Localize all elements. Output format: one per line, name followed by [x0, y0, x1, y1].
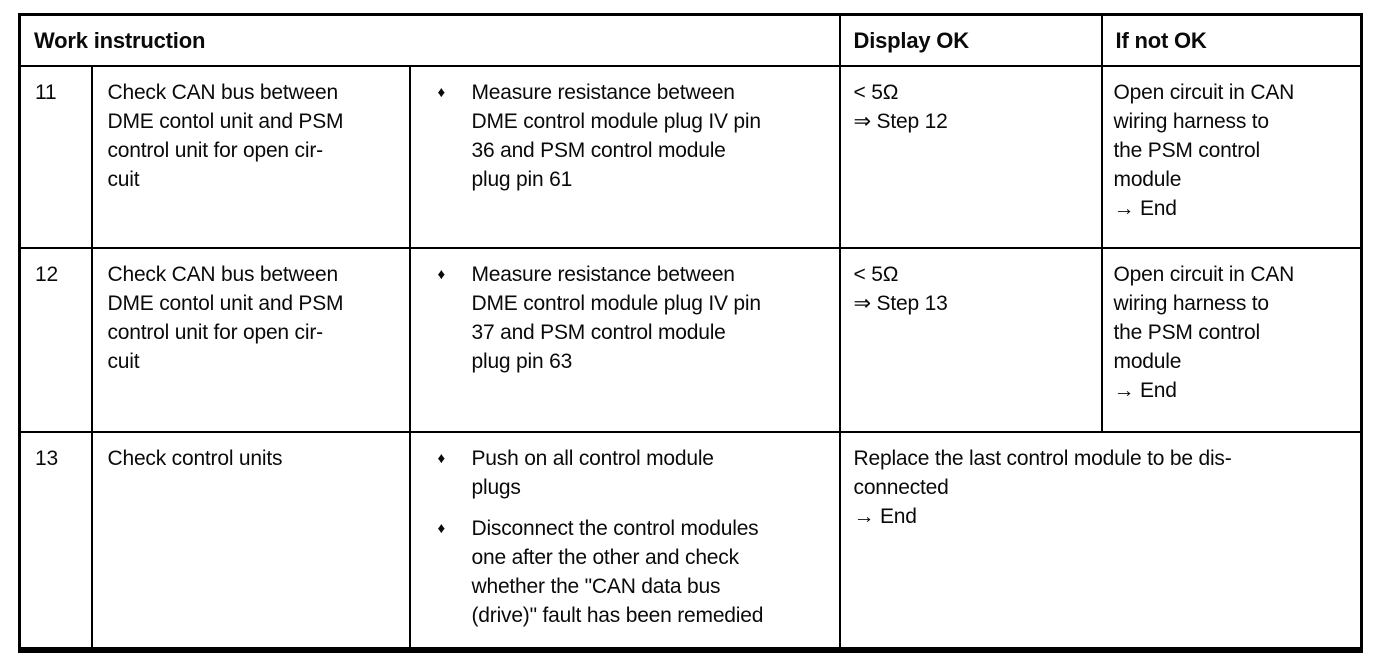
if-not-ok-cell: Open circuit in CAN wiring harness to th… [1100, 64, 1363, 249]
if-not-ok-cell: Open circuit in CAN wiring harness to th… [1100, 246, 1363, 433]
diamond-bullet-icon: ♦ [437, 265, 446, 283]
step-number: 13 [18, 430, 93, 651]
instruction-text: Measure resistance between DME control m… [471, 80, 762, 191]
instruction-bullet: ♦ Measure resistance between DME control… [411, 78, 833, 194]
instruction-bullet: ♦ Measure resistance between DME control… [411, 260, 833, 376]
table-row-step-11: 11 Check CAN bus between DME contol unit… [18, 64, 1363, 249]
result-cell: Replace the last control module to be di… [838, 430, 1363, 651]
instruction-text: Measure resistance between DME control m… [471, 262, 762, 373]
table-row-step-13: 13 Check control units ♦ Push on all con… [18, 430, 1363, 651]
check-description: Check CAN bus between DME contol unit an… [90, 246, 411, 433]
instruction-cell: ♦ Measure resistance between DME control… [408, 64, 841, 249]
instruction-bullet: ♦ Push on all control module plugs [411, 444, 833, 502]
header-if-not-ok: If not OK [1100, 13, 1363, 67]
instruction-cell: ♦ Push on all control module plugs ♦ Dis… [408, 430, 841, 651]
header-work-instruction: Work instruction [18, 13, 841, 67]
display-ok-cell: < 5Ω ⇒ Step 13 [838, 246, 1103, 433]
diamond-bullet-icon: ♦ [437, 83, 446, 101]
check-description: Check control units [90, 430, 411, 651]
header-display-ok: Display OK [838, 13, 1103, 67]
instruction-text: Push on all control module plugs [471, 446, 714, 499]
step-number: 12 [18, 246, 93, 433]
check-description: Check CAN bus between DME contol unit an… [90, 64, 411, 249]
instruction-text: Disconnect the control modules one after… [471, 516, 764, 627]
diamond-bullet-icon: ♦ [437, 449, 446, 467]
step-number: 11 [18, 64, 93, 249]
instruction-cell: ♦ Measure resistance between DME control… [408, 246, 841, 433]
work-instruction-table: Work instruction Display OK If not OK 11… [18, 13, 1364, 653]
display-ok-cell: < 5Ω ⇒ Step 12 [838, 64, 1103, 249]
table-header-row: Work instruction Display OK If not OK [18, 13, 1363, 67]
instruction-bullet: ♦ Disconnect the control modules one aft… [411, 514, 833, 630]
table-row-step-12: 12 Check CAN bus between DME contol unit… [18, 246, 1363, 433]
diamond-bullet-icon: ♦ [437, 519, 446, 537]
